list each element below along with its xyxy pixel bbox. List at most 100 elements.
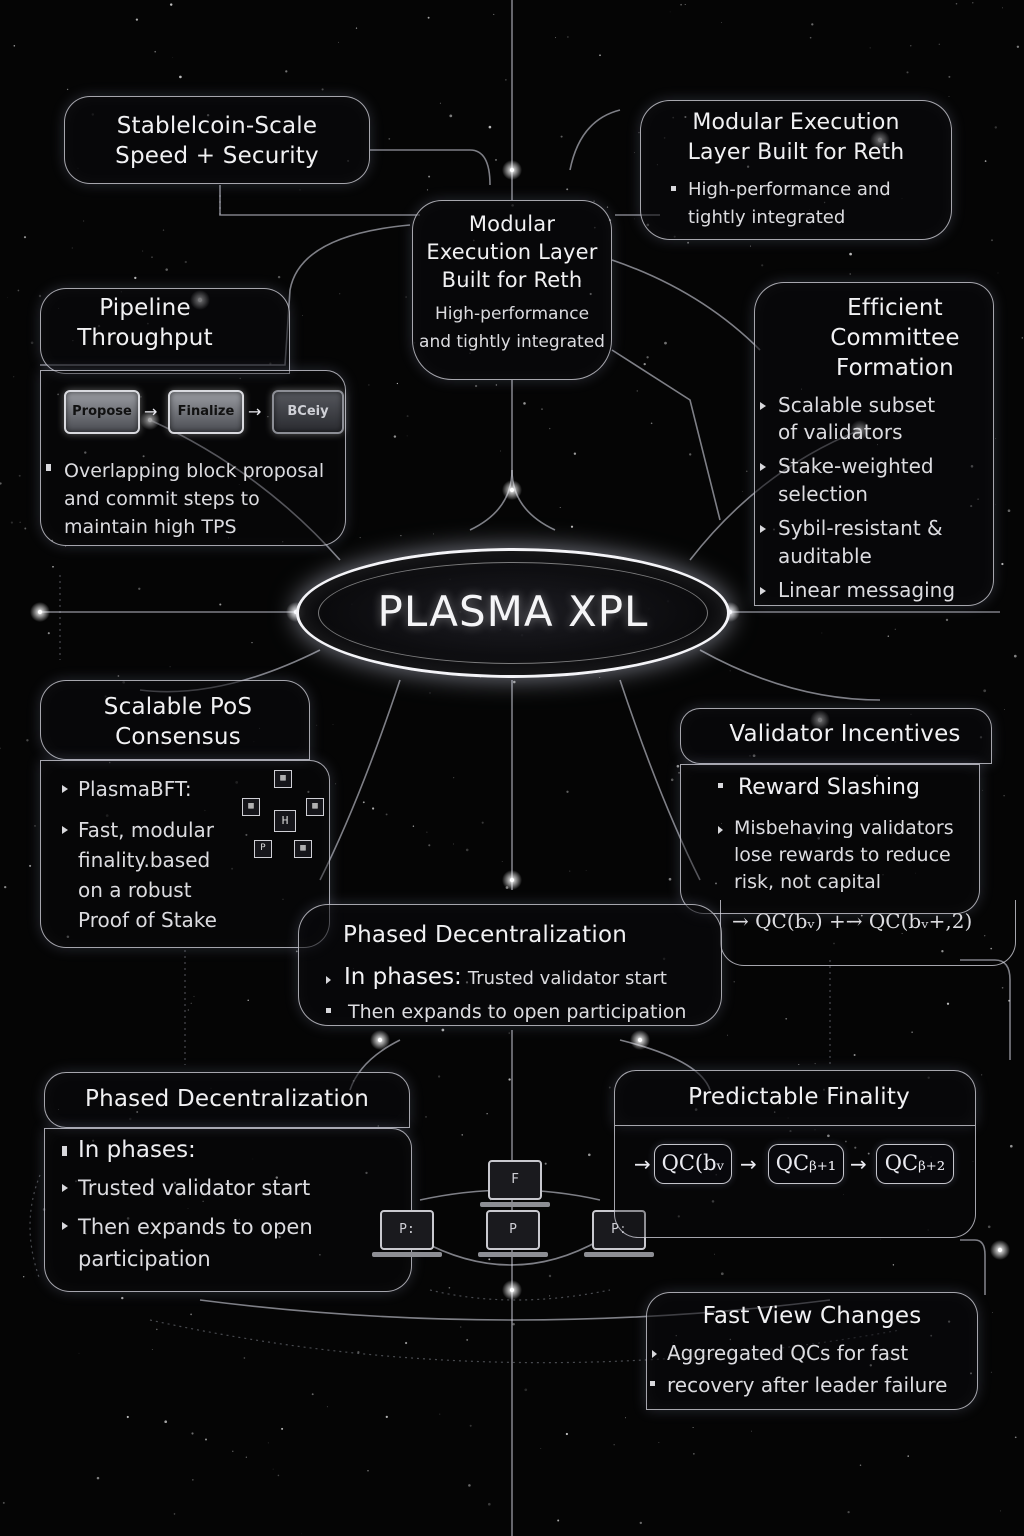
star bbox=[427, 16, 430, 19]
star bbox=[23, 236, 27, 239]
star bbox=[173, 1221, 176, 1224]
star bbox=[854, 1146, 857, 1149]
pipeline-title: Pipeline Throughput bbox=[40, 293, 250, 353]
committee-point-3-line2: auditable bbox=[778, 544, 872, 568]
committee-card bbox=[754, 282, 994, 606]
phased-left-body-card bbox=[44, 1128, 412, 1292]
star bbox=[540, 1448, 542, 1449]
glow-node-core bbox=[509, 487, 515, 493]
star bbox=[639, 1521, 643, 1525]
star bbox=[66, 935, 70, 939]
star bbox=[670, 778, 674, 782]
star bbox=[488, 1258, 491, 1261]
stage-arrow-icon: → bbox=[248, 402, 262, 421]
bullet-marker bbox=[718, 826, 723, 834]
star bbox=[139, 395, 142, 398]
star bbox=[142, 250, 144, 252]
star bbox=[84, 451, 87, 454]
star bbox=[566, 790, 569, 793]
stage-commit: BCeiy bbox=[272, 390, 344, 434]
bullet-marker bbox=[326, 1008, 331, 1013]
star bbox=[365, 1171, 368, 1175]
star bbox=[664, 341, 667, 345]
pos-title-card bbox=[40, 680, 310, 760]
phased-center-card bbox=[298, 904, 722, 1026]
star bbox=[368, 384, 370, 386]
star bbox=[948, 96, 950, 98]
star bbox=[24, 527, 27, 530]
view-changes-card bbox=[646, 1292, 978, 1410]
star bbox=[523, 402, 526, 405]
star bbox=[658, 1442, 660, 1443]
star bbox=[449, 114, 453, 118]
star bbox=[412, 825, 415, 827]
committee-point-3-line1: Sybil-resistant & bbox=[778, 516, 943, 540]
star bbox=[243, 1357, 246, 1359]
phased-left-point-2: Trusted validator start bbox=[78, 1176, 311, 1200]
star bbox=[245, 833, 248, 836]
star bbox=[151, 256, 153, 258]
star bbox=[785, 1017, 788, 1020]
pipeline-point-line1: Overlapping block proposal bbox=[64, 460, 325, 482]
star bbox=[906, 71, 909, 74]
star bbox=[126, 1217, 130, 1220]
bullet-marker bbox=[46, 464, 51, 471]
star bbox=[495, 384, 498, 386]
glow-node-core bbox=[509, 877, 515, 883]
star bbox=[638, 131, 640, 134]
star bbox=[508, 1078, 511, 1081]
bullet-marker bbox=[671, 186, 676, 191]
bullet-marker bbox=[62, 1184, 68, 1192]
glow-node-core bbox=[37, 609, 43, 615]
incentives-point-2-line2: lose rewards to reduce bbox=[734, 844, 951, 866]
star bbox=[316, 724, 318, 726]
star bbox=[669, 11, 671, 13]
finality-title: Predictable Finality bbox=[688, 1084, 910, 1110]
core-title: PLASMA XPL bbox=[377, 587, 649, 636]
star bbox=[991, 239, 993, 242]
star bbox=[219, 603, 222, 606]
star bbox=[887, 635, 890, 637]
star bbox=[87, 531, 89, 533]
star bbox=[7, 297, 8, 299]
star bbox=[228, 537, 230, 539]
star bbox=[608, 1086, 611, 1089]
speed-security-card bbox=[64, 96, 370, 184]
star bbox=[406, 415, 409, 418]
pos-body-card bbox=[40, 760, 330, 948]
star bbox=[493, 13, 495, 15]
star bbox=[405, 296, 407, 298]
incentives-point-2-line3: risk, not capital bbox=[734, 871, 882, 893]
star bbox=[426, 189, 429, 191]
star bbox=[882, 874, 884, 876]
speed-security-title-line1: Stablelcoin-Scale bbox=[116, 113, 318, 139]
star bbox=[997, 272, 999, 274]
star bbox=[849, 252, 852, 256]
star bbox=[252, 1158, 254, 1160]
star bbox=[680, 3, 682, 6]
star bbox=[990, 1371, 992, 1373]
star bbox=[162, 229, 165, 231]
node-icon: ▦ bbox=[306, 798, 324, 816]
glow-node-core bbox=[147, 417, 153, 423]
star bbox=[393, 435, 397, 438]
star bbox=[122, 476, 124, 478]
star bbox=[972, 2, 974, 4]
star bbox=[184, 260, 187, 264]
committee-title-line2: Committee bbox=[830, 325, 960, 351]
star bbox=[231, 867, 234, 870]
star bbox=[513, 680, 516, 684]
star bbox=[508, 1032, 510, 1034]
bullet-marker bbox=[650, 1381, 655, 1386]
star bbox=[295, 950, 298, 953]
speed-security-title-line2: Speed + Security bbox=[115, 143, 319, 169]
star bbox=[501, 860, 503, 862]
arrow-icon: → bbox=[850, 1152, 867, 1176]
star bbox=[992, 1312, 993, 1313]
star bbox=[459, 1326, 462, 1328]
modular-exec-center-subtitle: High-performance and tightly integrated bbox=[412, 300, 612, 356]
star bbox=[154, 50, 157, 53]
bullet-marker bbox=[760, 525, 766, 533]
star bbox=[894, 628, 896, 630]
star bbox=[66, 88, 69, 91]
